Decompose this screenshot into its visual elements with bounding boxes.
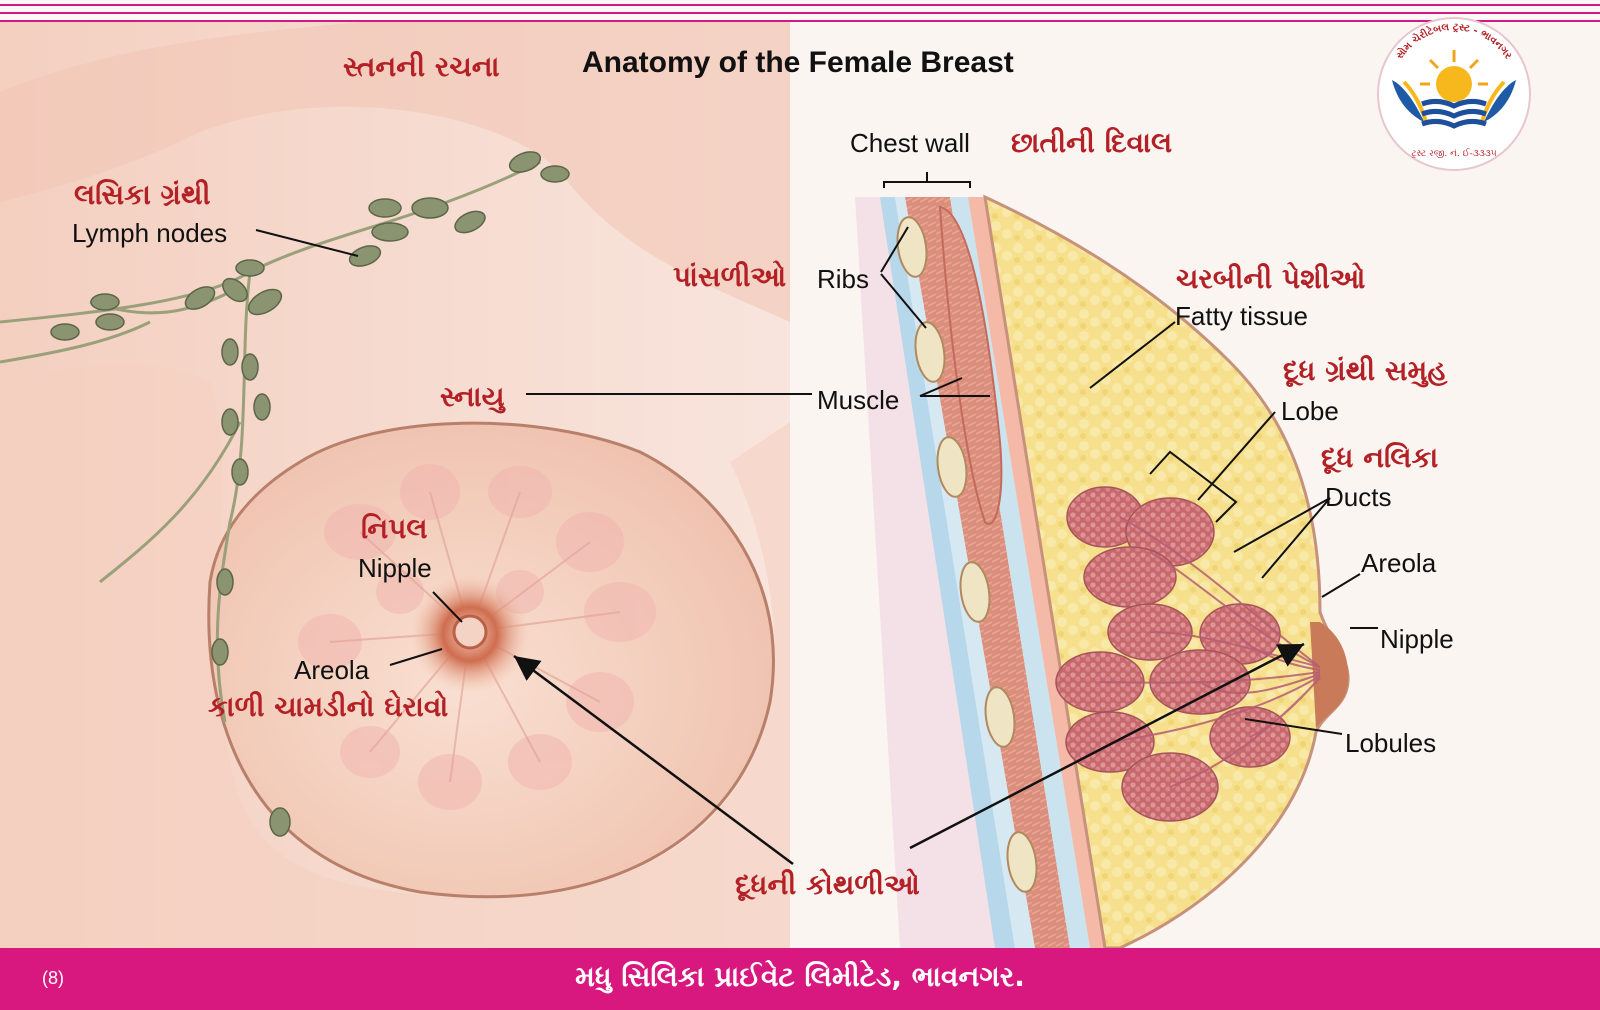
pectoral-muscle <box>938 205 1003 525</box>
footer-bar: (8) મધુ સિલિકા પ્રાઈવેટ લિમીટેડ, ભાવનગર. <box>0 948 1600 1010</box>
left-nipple <box>452 614 488 650</box>
top-border-line-2 <box>0 12 1600 14</box>
ducts-label: Ducts <box>1325 482 1392 512</box>
milk-sacs-label-gu: દૂધની કોથળીઓ <box>735 868 920 901</box>
right-nipple-areola <box>1310 622 1349 728</box>
open-book-icon <box>1421 98 1487 129</box>
lymph-nodes-label: Lymph nodes <box>72 218 228 248</box>
nipple-label-left-gu: નિપલ <box>361 512 428 545</box>
trust-logo-emblem: સોમ ચેરીટેબલ ટ્રસ્ટ - ભાવનગર ટ્રસ્ટ રજી.… <box>1377 17 1531 171</box>
ribs-label: Ribs <box>817 264 870 294</box>
chest-wall-label-gu: છાતીની દિવાલ <box>1011 126 1173 159</box>
lymph-node-cluster <box>50 151 570 837</box>
logo-registration-text: ટ્રસ્ટ રજી. નં. ઈ-૩૩૩૫ <box>1411 148 1496 159</box>
nipple-label-right: Nipple <box>1380 624 1454 654</box>
lobules-label: Lobules <box>1345 728 1437 758</box>
top-border-line-1 <box>0 4 1600 6</box>
lobe-label: Lobe <box>1281 396 1339 426</box>
breast-anatomy-illustration <box>0 22 1600 948</box>
top-border-line-3 <box>0 20 1600 22</box>
areola-label-left-gu: કાળી ચામડીનો ઘેરાવો <box>208 690 449 723</box>
chest-wall-label: Chest wall <box>850 128 970 158</box>
page-title-gujarati: સ્તનની રચના <box>343 50 500 83</box>
fatty-tissue-label-gu: ચરબીની પેશીઓ <box>1176 262 1366 295</box>
page-number: (8) <box>42 968 64 988</box>
sun-icon <box>1420 50 1488 102</box>
muscle-label-gu: સ્નાયુ <box>440 380 505 413</box>
areola-label-right: Areola <box>1361 548 1437 578</box>
label-leader-lines <box>255 172 1378 735</box>
areola-label-left: Areola <box>294 655 370 685</box>
page-title: Anatomy of the Female Breast <box>582 46 1014 79</box>
fatty-tissue-label: Fatty tissue <box>1175 301 1308 331</box>
ducts-label-gu: દૂધ નલિકા <box>1321 441 1439 474</box>
ribs-label-gu: પાંસળીઓ <box>673 260 787 293</box>
muscle-label: Muscle <box>817 385 900 415</box>
trust-logo: સોમ ચેરીટેબલ ટ્રસ્ટ - ભાવનગર ટ્રસ્ટ રજી.… <box>1364 12 1544 172</box>
ribs <box>896 216 1038 893</box>
nipple-label-left: Nipple <box>358 553 432 583</box>
footer-company-name: મધુ સિલિકા પ્રાઈવેટ લિમીટેડ, ભાવનગર. <box>575 960 1025 993</box>
lobe-label-gu: દૂધ ગ્રંથી સમુહ <box>1283 354 1448 387</box>
lymph-nodes-label-gu: લસિકા ગ્રંથી <box>74 178 211 211</box>
